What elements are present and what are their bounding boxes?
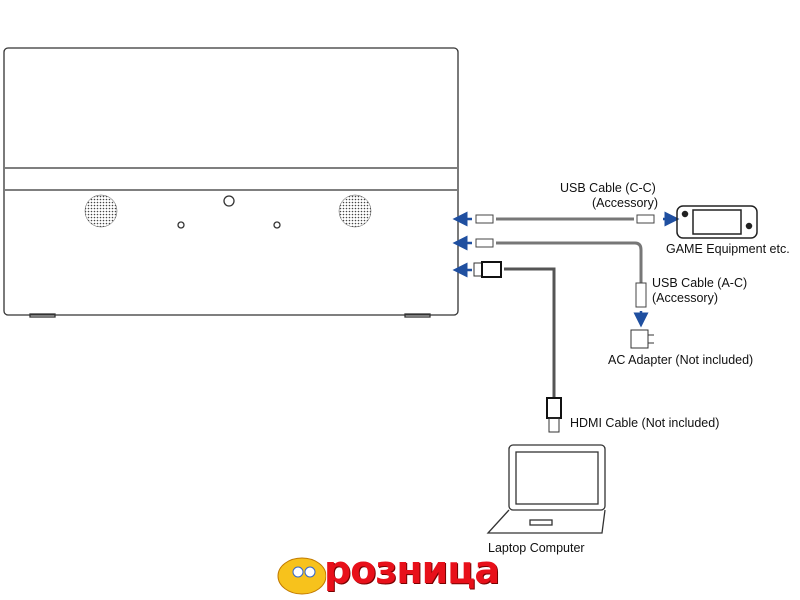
port-arrows xyxy=(452,211,680,328)
laptop-icon xyxy=(486,444,606,534)
speaker-left xyxy=(84,194,118,228)
laptop-label: Laptop Computer xyxy=(488,541,585,555)
monitor xyxy=(3,47,459,318)
hdmi-cable xyxy=(473,261,562,433)
game-console-icon xyxy=(676,205,758,239)
game-equipment-label: GAME Equipment etc. xyxy=(666,242,790,256)
speaker-right xyxy=(338,194,372,228)
watermark-text: розница xyxy=(324,548,500,592)
ac-adapter-label: AC Adapter (Not included) xyxy=(608,353,754,367)
usb-ac-cable xyxy=(475,238,647,308)
usb-cc-note: (Accessory) xyxy=(592,196,658,210)
watermark-logo: розница xyxy=(272,548,532,598)
usb-cc-label: USB Cable (C-C) xyxy=(560,181,656,195)
usb-ac-label: USB Cable (A-C) xyxy=(652,276,748,290)
hdmi-label: HDMI Cable (Not included) xyxy=(570,416,720,430)
ac-adapter-icon xyxy=(630,329,654,349)
usb-ac-note: (Accessory) xyxy=(652,291,718,305)
usb-cc-cable xyxy=(475,214,655,224)
mascot-icon xyxy=(277,557,327,595)
